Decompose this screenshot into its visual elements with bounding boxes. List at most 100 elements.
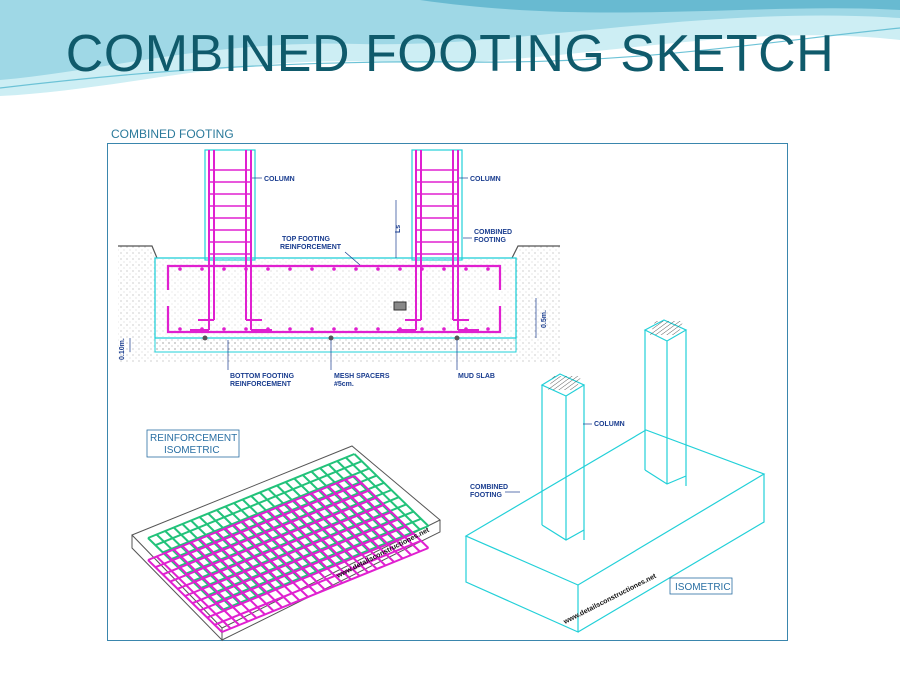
- mesh-bar: [199, 503, 407, 590]
- footing-iso-leaders: [505, 423, 592, 493]
- bottom-bar-section: [222, 327, 226, 331]
- top-bar-section: [266, 267, 270, 271]
- slide-title: COMBINED FOOTING SKETCH: [65, 25, 835, 83]
- mesh-bar: [147, 475, 355, 561]
- iso-left-column: [540, 373, 586, 541]
- top-bar-section: [442, 267, 446, 271]
- mesh-bar: [155, 482, 363, 569]
- top-bar-section: [486, 267, 490, 271]
- top-bar-section: [178, 267, 182, 271]
- left-column-ties: [209, 169, 251, 255]
- iso-title-box: [669, 577, 733, 595]
- combined-footing-label-1: COMBINED: [474, 229, 512, 236]
- mud-slab: [154, 337, 517, 353]
- wave-mid: [0, 0, 900, 80]
- iso-right-column-cap: [650, 321, 684, 335]
- mesh-bar: [206, 532, 414, 619]
- mesh-bar: [184, 489, 392, 575]
- mesh-bar: [214, 539, 422, 626]
- left-column-outline: [204, 149, 256, 261]
- top-bar-section: [398, 267, 402, 271]
- bottom-reinf-label-1: BOTTOM FOOTING: [230, 373, 295, 380]
- top-bar-section: [376, 267, 380, 271]
- right-column-outline: [411, 149, 463, 261]
- mesh-bar: [221, 525, 429, 611]
- bottom-bar-section: [354, 327, 358, 331]
- bottom-bar-section: [398, 327, 402, 331]
- iso-right-column: [643, 319, 688, 486]
- right-column-label: COLUMN: [470, 176, 501, 183]
- mesh-bar: [169, 496, 377, 583]
- mesh-bar: [192, 496, 400, 583]
- footing-concrete: [156, 259, 515, 337]
- bottom-mesh-bars: [147, 475, 430, 633]
- top-bar-section: [354, 267, 358, 271]
- bottom-bar-section: [376, 327, 380, 331]
- bottom-bar-section: [178, 327, 182, 331]
- wave-dark: [420, 0, 900, 13]
- top-reinf-label-1: TOP FOOTING: [282, 236, 331, 243]
- reinf-iso-box: [131, 445, 441, 642]
- left-dimension-label: 0.10m.: [119, 338, 126, 360]
- combined-footing-label-2: FOOTING: [474, 237, 506, 244]
- bottom-bar-dots: [178, 327, 490, 331]
- bottom-bar-section: [486, 327, 490, 331]
- footing-isometric: [464, 319, 766, 633]
- top-bar-section: [332, 267, 336, 271]
- wave-line: [0, 27, 900, 89]
- footing-outline: [154, 257, 517, 339]
- bottom-bar-section: [288, 327, 292, 331]
- mesh-bar: [192, 518, 400, 605]
- iso-combined-label-2: FOOTING: [470, 492, 502, 499]
- rebar-chair-symbol: [393, 301, 407, 311]
- mesh-bar: [147, 453, 355, 539]
- iso-watermark: www.detailsconstructiones.net: [562, 573, 658, 627]
- top-bar-section: [244, 267, 248, 271]
- ls-label: Ls: [395, 225, 402, 233]
- reinf-iso-title-2: ISOMETRIC: [164, 445, 220, 456]
- drawing-caption: COMBINED FOOTING: [111, 127, 234, 141]
- top-bar-section: [200, 267, 204, 271]
- iso-title: ISOMETRIC: [675, 582, 731, 593]
- mesh-bar: [162, 489, 370, 576]
- mesh-bar: [177, 481, 385, 568]
- footing-rebar: [166, 264, 502, 334]
- left-column-rebar: [190, 150, 272, 331]
- mesh-bar: [177, 503, 385, 590]
- iso-left-column-cap: [548, 376, 582, 390]
- mesh-bar: [199, 525, 407, 612]
- top-bar-dots: [178, 267, 490, 271]
- mesh-spacers-label-1: MESH SPACERS: [334, 373, 390, 380]
- top-bar-section: [464, 267, 468, 271]
- mesh-bar: [162, 467, 370, 554]
- top-mesh-bars: [147, 453, 430, 611]
- bottom-bar-section: [200, 327, 204, 331]
- top-bar-section: [310, 267, 314, 271]
- reinf-iso-title-box: [146, 429, 240, 458]
- section-view: COLUMN COLUMN TOP FOOTING REINFORCEMENT …: [118, 149, 560, 388]
- bottom-reinf-label-2: REINFORCEMENT: [230, 381, 292, 388]
- reinf-iso-title-1: REINFORCEMENT: [150, 433, 237, 444]
- right-column-ties: [416, 169, 458, 255]
- top-bar-section: [222, 267, 226, 271]
- mesh-bar: [184, 511, 392, 597]
- reinforcement-isometric: REINFORCEMENT ISOMETRIC www.detailsconst…: [131, 429, 441, 642]
- ground-line: [118, 245, 560, 259]
- header-waves: [0, 0, 900, 96]
- mesh-bar: [206, 510, 414, 597]
- left-column-label: COLUMN: [264, 176, 295, 183]
- slab-side-faces: [465, 474, 765, 633]
- bottom-bar-section: [464, 327, 468, 331]
- bottom-bar-section: [420, 327, 424, 331]
- bottom-bar-section: [310, 327, 314, 331]
- section-leaders: [129, 177, 537, 370]
- iso-combined-label-1: COMBINED: [470, 484, 508, 491]
- top-reinf-label-2: REINFORCEMENT: [280, 244, 342, 251]
- bottom-bar-section: [442, 327, 446, 331]
- iso-column-label: COLUMN: [594, 421, 625, 428]
- bottom-bar-section: [332, 327, 336, 331]
- bottom-bar-section: [244, 327, 248, 331]
- top-bar-section: [420, 267, 424, 271]
- mesh-bar: [214, 517, 422, 604]
